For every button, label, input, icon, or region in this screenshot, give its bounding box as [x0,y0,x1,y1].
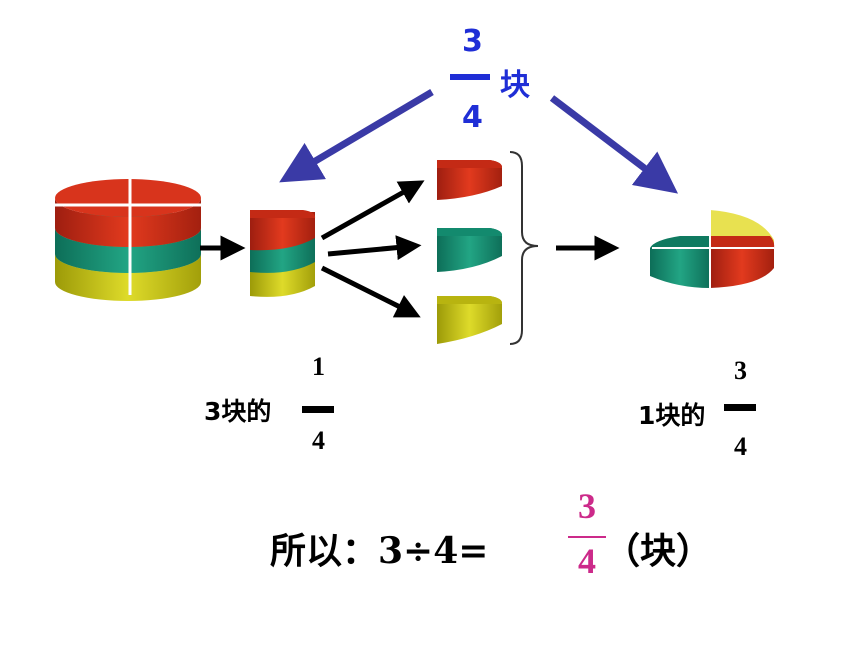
top-fraction-bar [450,74,490,80]
black-arrow-up [320,180,425,241]
stacked-cakes [55,179,201,301]
top-fraction-denominator: 4 [462,100,483,135]
quarter-stack [250,210,316,297]
left-label-prefix: 3块的 [204,397,272,426]
blue-arrow-right [549,95,679,194]
top-fraction-numerator: 3 [462,24,483,59]
right-label-prefix: 1块的 [638,401,706,430]
answer-unit: （块） [604,530,713,572]
piece-green [437,228,503,272]
black-arrow-down [320,265,421,318]
piece-yellow [437,296,503,344]
top-fraction-unit: 块 [500,68,530,103]
left-label-numerator: 1 [312,352,325,381]
answer-numerator: 3 [578,486,596,526]
left-label-denominator: 4 [312,426,325,455]
right-label-numerator: 3 [734,356,747,385]
left-label-bar [302,406,334,413]
right-label-denominator: 4 [734,432,747,461]
piece-red [437,160,503,200]
equation-text: 所以：3÷4= [270,530,489,572]
blue-arrow-left [279,88,434,183]
answer-denominator: 4 [578,541,596,581]
answer-bar [568,536,606,538]
black-arrow-mid [327,235,422,261]
combined-cake [650,210,775,290]
right-label-bar [724,404,756,411]
right-brace [509,151,539,345]
